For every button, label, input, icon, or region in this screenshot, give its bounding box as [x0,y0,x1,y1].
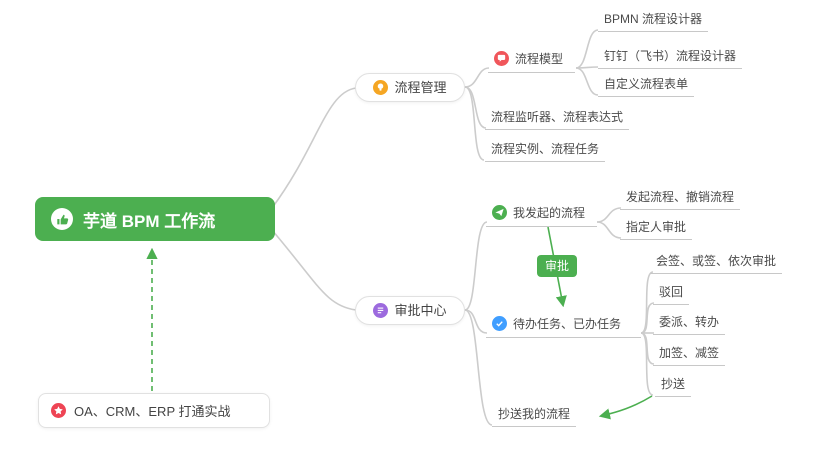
node-bpmn-designer[interactable]: BPMN 流程设计器 [598,10,709,32]
send-icon [492,205,507,220]
node-label: 审批中心 [394,303,447,318]
node-label: 待办任务、已办任务 [513,316,622,331]
node-label: 指定人审批 [626,220,687,234]
node-label: 抄送我的流程 [498,407,571,421]
node-process-model[interactable]: 流程模型 [488,48,575,73]
node-reject[interactable]: 驳回 [653,283,690,305]
node-process-management[interactable]: 流程管理 [355,73,465,102]
node-label: 抄送 [661,377,686,391]
node-listener-expression[interactable]: 流程监听器、流程表达式 [485,108,630,130]
document-icon [373,303,389,318]
node-label: 芋道 BPM 工作流 [83,211,216,231]
node-label: 流程模型 [515,51,564,66]
node-label: 发起流程、撤销流程 [626,190,735,204]
node-label: 我发起的流程 [513,205,586,220]
node-label: OA、CRM、ERP 打通实战 [74,404,231,419]
tasks-check-icon [492,316,507,331]
node-label: 流程管理 [394,80,447,95]
node-label: 流程监听器、流程表达式 [491,110,624,124]
node-root[interactable]: 芋道 BPM 工作流 [35,197,275,241]
node-instance-task[interactable]: 流程实例、流程任务 [485,140,606,162]
node-cc-my-process[interactable]: 抄送我的流程 [492,405,577,427]
node-custom-form[interactable]: 自定义流程表单 [598,75,695,97]
node-label: 驳回 [659,285,684,299]
node-countersign[interactable]: 会签、或签、依次审批 [650,252,783,274]
node-approval-center[interactable]: 审批中心 [355,296,465,325]
node-dingtalk-designer[interactable]: 钉钉（飞书）流程设计器 [598,47,743,69]
bulb-icon [373,80,389,95]
approval-relation-label[interactable]: 审批 [537,255,578,277]
comment-icon [494,51,509,66]
node-delegate-transfer[interactable]: 委派、转办 [653,313,726,335]
node-label: 钉钉（飞书）流程设计器 [604,49,737,63]
node-add-remove-sign[interactable]: 加签、减签 [653,344,726,366]
node-initiate-cancel[interactable]: 发起流程、撤销流程 [620,188,741,210]
badge-label: 审批 [545,259,570,273]
node-label: 自定义流程表单 [604,77,689,91]
node-label: 流程实例、流程任务 [491,142,600,156]
node-todo-done[interactable]: 待办任务、已办任务 [486,313,641,338]
node-label: BPMN 流程设计器 [604,12,703,26]
node-label: 加签、减签 [659,346,720,360]
node-label: 会签、或签、依次审批 [656,254,777,268]
node-practice[interactable]: OA、CRM、ERP 打通实战 [38,393,270,428]
node-cc[interactable]: 抄送 [655,375,692,397]
node-assigned-approval[interactable]: 指定人审批 [620,218,693,240]
star-icon [51,403,66,418]
node-my-initiated[interactable]: 我发起的流程 [486,202,597,227]
node-label: 委派、转办 [659,315,720,329]
thumbs-up-icon [51,208,73,230]
cc-relation-arrow [598,395,653,420]
